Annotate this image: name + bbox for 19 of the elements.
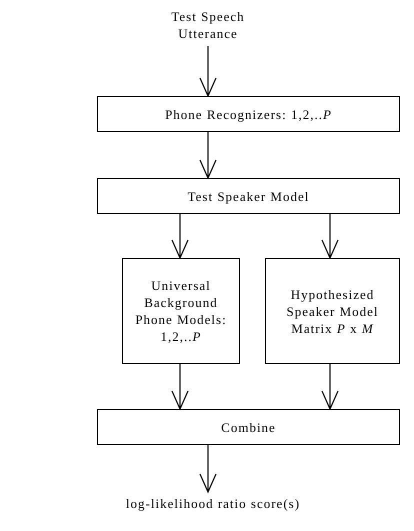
arrow: [171, 213, 189, 260]
arrow: [171, 363, 189, 410]
process-box: [265, 258, 400, 364]
process-box: [122, 258, 240, 364]
box-label: Test Speaker Model: [188, 188, 310, 204]
box-label: Phone Recognizers: 1,2,..P: [165, 106, 332, 122]
arrow: [199, 131, 217, 180]
box-label: Hypothesized Speaker Model Matrix P x M: [285, 286, 380, 336]
arrow: [199, 45, 217, 98]
node-text: Test Speech Utterance: [148, 4, 268, 46]
node-text: log-likelihood ratio score(s): [98, 492, 328, 514]
box-label: Combine: [221, 418, 276, 436]
process-box: [97, 178, 400, 214]
arrow: [199, 444, 217, 494]
box-label: Universal Background Phone Models: 1,2,..P: [134, 277, 228, 345]
arrow: [321, 213, 339, 260]
process-box: [97, 409, 400, 445]
process-box: [97, 96, 400, 132]
arrow: [321, 363, 339, 410]
